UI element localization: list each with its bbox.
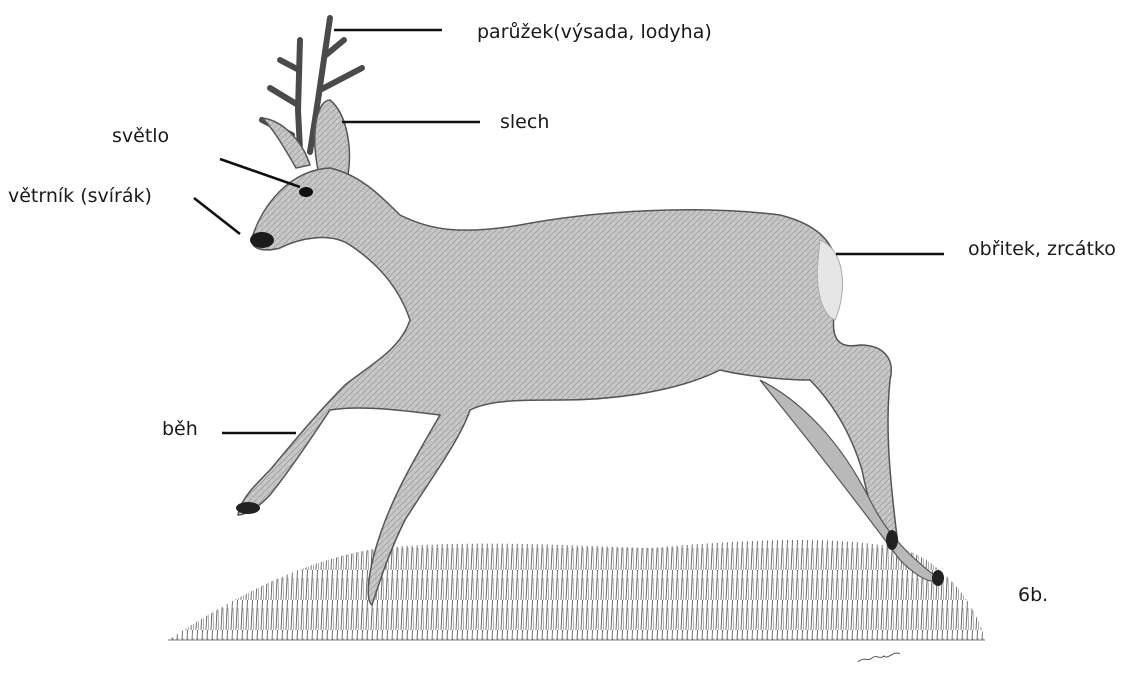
leader-line-nose [194,198,240,234]
label-nose: větrník (svírák) [8,187,152,206]
leader-line-eye [220,159,300,187]
label-eye: světlo [112,127,169,146]
deer-body [238,168,898,605]
nose [250,232,274,248]
label-antler-tine: parůžek(výsada, lodyha) [477,23,712,42]
figure-number: 6b. [1018,586,1048,605]
ear-shape-back [262,118,310,168]
artist-signature [858,653,900,662]
hoof-far [932,570,944,586]
ear-shape [315,100,350,175]
label-leg: běh [162,420,198,439]
eye [299,187,313,197]
hoof-hind [886,530,898,550]
grass [168,540,985,640]
label-rump-patch: obřitek, zrcátko [968,240,1116,259]
hoof-front [236,502,260,514]
label-ear: slech [500,113,549,132]
